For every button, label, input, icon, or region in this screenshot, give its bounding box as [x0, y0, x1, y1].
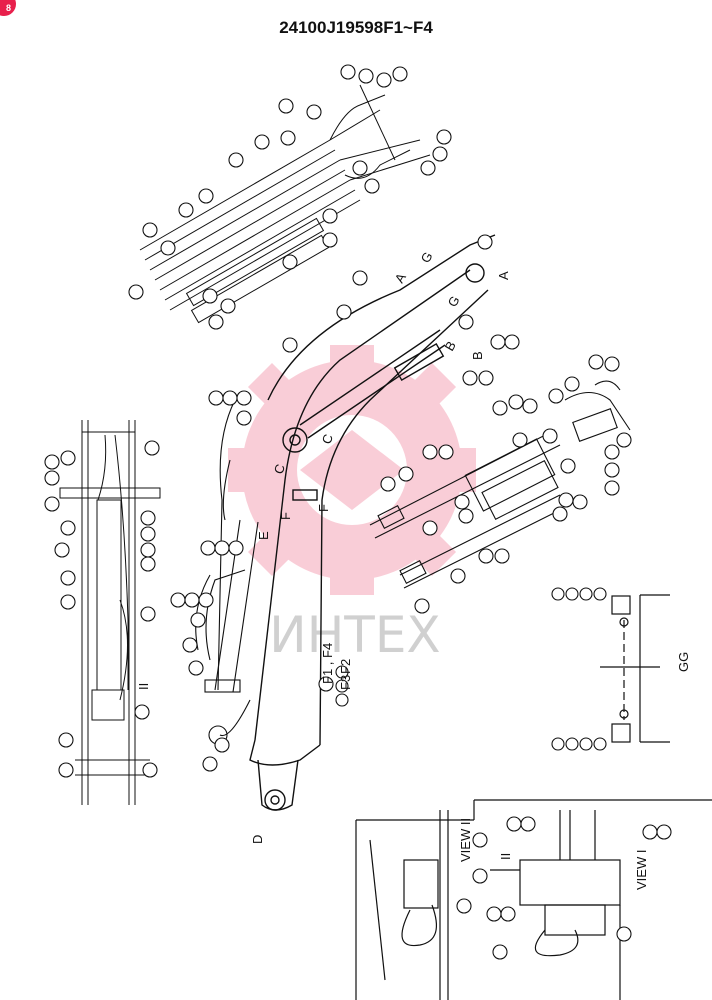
corner-badge: 8: [0, 0, 16, 16]
part-bubbles-gg: [551, 587, 607, 751]
label-b-right: B: [442, 338, 459, 353]
watermark: [228, 345, 476, 595]
part-bubbles-right: [380, 354, 632, 614]
views-box: [355, 799, 712, 1000]
gear-logo-icon: [228, 345, 476, 595]
variant-label-f1-f4: F1 , F4: [320, 643, 335, 684]
label-b-left: B: [470, 351, 485, 360]
label-ii-arrow: II: [136, 683, 151, 690]
badge-number: 8: [5, 3, 11, 13]
boom-body: [249, 234, 496, 811]
variant-label-f2: F2: [338, 659, 353, 674]
watermark-text: ИНТЕХ: [269, 606, 440, 664]
label-d: D: [250, 835, 265, 844]
label-g-right: G: [445, 293, 463, 309]
part-bubbles-top: [128, 64, 452, 330]
label-a-left: A: [392, 270, 409, 285]
left-vertical-view: [59, 420, 161, 805]
part-bubbles-boom: [170, 234, 520, 772]
label-g-left: G: [418, 249, 436, 265]
label-f-left: F: [278, 512, 293, 520]
label-ii-view: II: [498, 853, 513, 860]
page-title: 24100J19598F1~F4: [279, 18, 433, 37]
variant-label-f3: F3: [338, 675, 353, 690]
arm-cylinder: [195, 399, 259, 745]
label-view-i: VIEW I: [634, 850, 649, 890]
gg-bracket-view: [600, 594, 670, 743]
cylinder-group-right: [369, 380, 631, 589]
section-labels: A A G G B B C C E F F D II II VIEW II VI…: [136, 249, 691, 890]
part-bubbles-views: [456, 816, 672, 960]
label-e: E: [256, 531, 271, 540]
part-bubbles-left: [44, 440, 160, 778]
label-a-right: A: [496, 271, 511, 280]
label-f-right: F: [316, 504, 331, 512]
label-view-ii: VIEW II: [458, 818, 473, 862]
label-gg: GG: [676, 652, 691, 672]
